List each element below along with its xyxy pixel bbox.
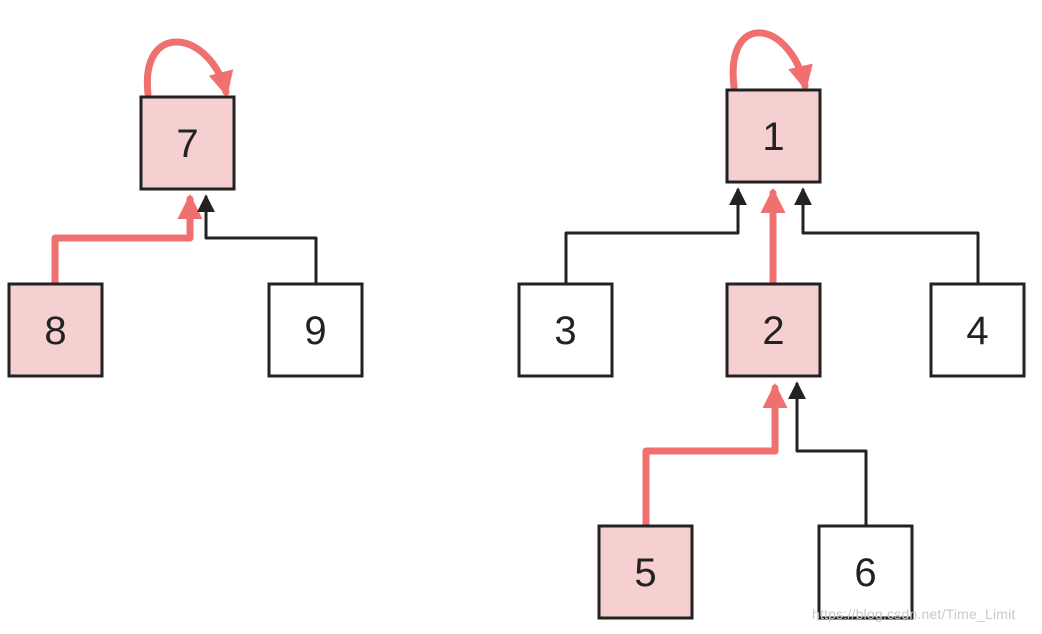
node-7: 7 (139, 95, 236, 191)
node-label-8: 8 (44, 309, 66, 353)
node-label-6: 6 (854, 551, 876, 595)
node-label-9: 9 (304, 309, 326, 353)
self-loop-arrow-1 (729, 29, 813, 91)
edges-layer (51, 29, 980, 530)
node-label-3: 3 (554, 309, 576, 353)
nodes-layer: 1 2 3 4 5 6 7 8 9 (7, 88, 1026, 620)
edge-arrow-3-to-1 (564, 187, 747, 284)
node-label-7: 7 (176, 122, 198, 166)
node-box-9 (267, 282, 364, 378)
node-label-1: 1 (762, 115, 784, 159)
node-9: 9 (267, 282, 364, 378)
node-label-4: 4 (966, 309, 988, 353)
watermark-text: https://blog.csdn.net/Time_Limit (812, 606, 1016, 622)
node-box-6 (817, 524, 914, 620)
node-box-7 (139, 95, 236, 191)
node-3: 3 (517, 282, 614, 378)
edge-arrow-6-to-2 (788, 381, 868, 526)
node-5: 5 (597, 524, 694, 620)
node-box-3 (517, 282, 614, 378)
edge-arrow-5-to-2 (642, 382, 788, 530)
node-label-5: 5 (634, 551, 656, 595)
node-box-5 (597, 524, 694, 620)
node-1: 1 (725, 88, 822, 184)
node-6: 6 (817, 524, 914, 620)
node-box-8 (7, 282, 104, 378)
edge-arrow-4-to-1 (794, 187, 980, 284)
node-box-1 (725, 88, 822, 184)
node-4: 4 (929, 282, 1026, 378)
node-box-2 (725, 282, 822, 378)
node-label-2: 2 (762, 309, 784, 353)
node-2: 2 (725, 282, 822, 378)
self-loop-arrow-7 (143, 38, 234, 98)
node-box-4 (929, 282, 1026, 378)
edge-arrow-9-to-7 (197, 194, 318, 284)
node-8: 8 (7, 282, 104, 378)
edge-arrow-8-to-7 (51, 193, 203, 288)
